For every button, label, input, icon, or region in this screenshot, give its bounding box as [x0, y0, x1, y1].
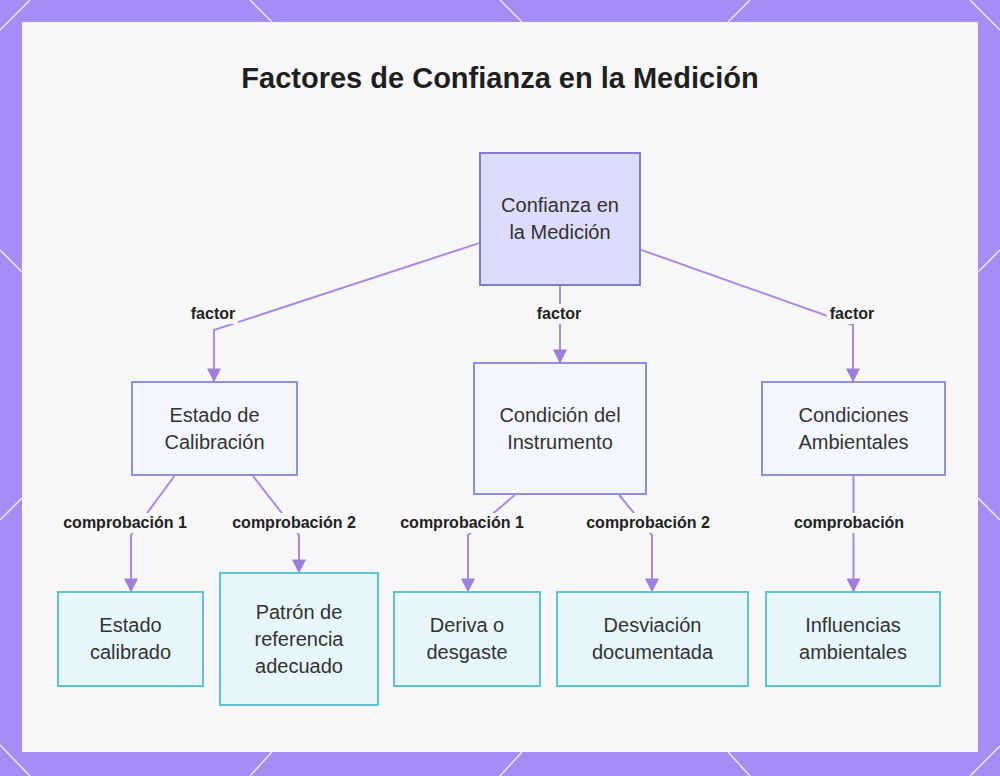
- node-text-group: Influencias ambientales: [777, 612, 929, 666]
- node-label: Condición del Instrumento: [485, 402, 635, 456]
- node-label: Influencias ambientales: [777, 612, 929, 666]
- node-text-group: Desviación documentada: [568, 612, 737, 666]
- edge-label: comprobación 2: [229, 513, 359, 533]
- connector: [641, 250, 853, 381]
- check-box: Estado calibrado: [57, 591, 204, 687]
- node-text-group: Estado calibrado: [69, 612, 192, 666]
- node-label: Patrón de referencia adecuado: [231, 599, 367, 680]
- check-box: Deriva o desgaste: [393, 591, 541, 687]
- node-label: Deriva o desgaste: [405, 612, 529, 666]
- check-box: Desviación documentada: [556, 591, 749, 687]
- node-text-group: Condición del Instrumento: [485, 402, 635, 456]
- edge-label: factor: [827, 304, 877, 324]
- connector: [214, 243, 479, 381]
- node-label: Estado calibrado: [69, 612, 192, 666]
- check-box: Influencias ambientales: [765, 591, 941, 687]
- connector: [559, 286, 561, 362]
- edge-label: comprobación 2: [583, 513, 713, 533]
- edge-label: factor: [534, 304, 584, 324]
- factor-box: Condiciones Ambientales: [761, 381, 946, 476]
- node-text-group: Deriva o desgaste: [405, 612, 529, 666]
- root-box: Confianza en la Medición: [479, 152, 641, 286]
- factor-box: Estado de Calibración: [131, 381, 298, 476]
- edge-label: comprobación 1: [397, 513, 527, 533]
- connector: [619, 495, 652, 591]
- check-box: Patrón de referencia adecuado: [219, 572, 379, 706]
- node-text-group: Patrón de referencia adecuado: [231, 599, 367, 680]
- node-text-group: Confianza en la Medición: [491, 192, 629, 246]
- node-label: Condiciones Ambientales: [773, 402, 934, 456]
- node-text-group: Estado de Calibración: [143, 402, 286, 456]
- edge-label: factor: [188, 304, 238, 324]
- diagram-title: Factores de Confianza en la Medición: [0, 62, 1000, 95]
- node-label: Confianza en la Medición: [491, 192, 629, 246]
- node-label: Desviación documentada: [568, 612, 737, 666]
- edge-label: comprobación: [791, 513, 907, 533]
- factor-box: Condición del Instrumento: [473, 362, 647, 495]
- node-text-group: Condiciones Ambientales: [773, 402, 934, 456]
- connector: [468, 495, 515, 591]
- connector: [131, 476, 174, 591]
- connector: [853, 476, 855, 591]
- edge-label: comprobación 1: [60, 513, 190, 533]
- node-label: Estado de Calibración: [143, 402, 286, 456]
